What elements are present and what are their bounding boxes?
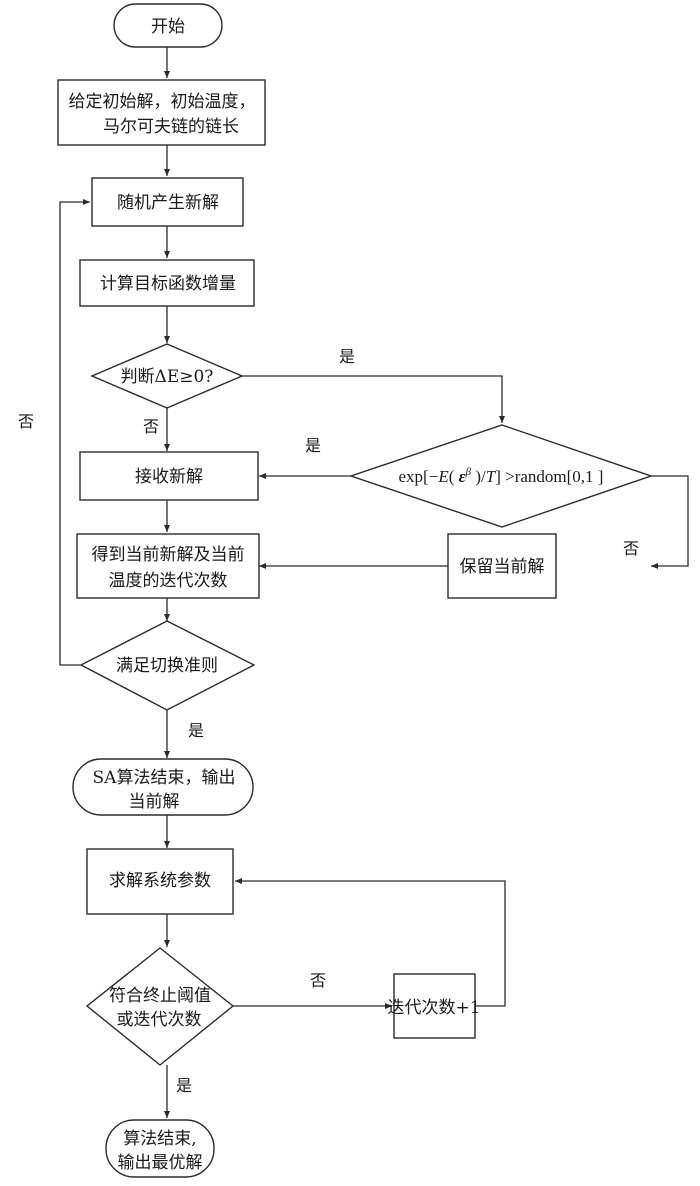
formula-part: exp[− <box>399 467 439 486</box>
node-random-new: 随机产生新解 <box>91 177 244 227</box>
formula-part: ] >random[0,1 ] <box>495 467 603 486</box>
node-judge-delta: 判断ΔE≥0? <box>90 343 244 409</box>
node-keep-label: 保留当前解 <box>460 557 545 577</box>
node-end-line-1: 算法结束, <box>123 1129 196 1149</box>
label-switch-yes: 是 <box>188 721 204 740</box>
node-calc-delta-label: 计算目标函数增量 <box>100 274 236 294</box>
node-end: 算法结束, 输出最优解 <box>105 1119 215 1178</box>
connectors <box>59 47 689 1118</box>
label-judge-no: 否 <box>143 417 159 436</box>
label-metro-yes: 是 <box>305 436 321 455</box>
node-term-check: 符合终止阈值 或迭代次数 <box>85 947 235 1066</box>
node-solve-params: 求解系统参数 <box>86 848 234 915</box>
node-accept-label: 接收新解 <box>135 467 203 487</box>
process-shape <box>57 79 266 146</box>
node-end-line-2: 输出最优解 <box>118 1153 203 1173</box>
node-init-line-2: 马尔可夫链的链长 <box>103 117 239 137</box>
node-start: 开始 <box>113 3 223 48</box>
label-term-yes: 是 <box>176 1076 192 1095</box>
process-shape <box>79 259 255 307</box>
edge-labels: 是 否 是 否 否 是 否 是 <box>18 347 639 1095</box>
node-solve-params-label: 求解系统参数 <box>109 871 211 891</box>
node-iter-inc: 迭代次数+1 <box>387 973 481 1039</box>
edge-metropolis-keep <box>651 475 689 569</box>
label-term-no: 否 <box>310 971 326 990</box>
label-metro-no: 否 <box>623 539 639 558</box>
node-start-label: 开始 <box>151 17 185 37</box>
formula-temperature: T <box>486 467 497 486</box>
decision-shape <box>85 947 235 1066</box>
formula-part: )/ <box>471 467 486 486</box>
formula-beta: β <box>465 466 472 478</box>
node-sa-end-line-2: 当前解 <box>129 792 180 812</box>
terminator-shape <box>72 758 254 816</box>
node-metropolis-formula: exp[−E( εβ )/T] >random[0,1 ] <box>399 466 604 486</box>
edge-switch-loop <box>59 199 90 666</box>
node-switch-crit-label: 满足切换准则 <box>116 656 218 676</box>
terminator-shape <box>105 1119 215 1178</box>
node-get-iter-line-2: 温度的迭代次数 <box>109 571 228 591</box>
node-sa-end-line-1: SA算法结束，输出 <box>93 768 236 788</box>
terminator-shape <box>113 3 223 48</box>
node-get-iter: 得到当前新解及当前 温度的迭代次数 <box>76 533 260 599</box>
process-shape <box>76 533 260 599</box>
node-random-new-label: 随机产生新解 <box>117 193 219 213</box>
process-shape <box>79 451 259 501</box>
edge-inc-solve <box>235 878 506 1007</box>
node-term-check-line-1: 符合终止阈值 <box>109 986 211 1006</box>
label-judge-yes: 是 <box>339 347 355 366</box>
node-term-check-line-2: 或迭代次数 <box>117 1010 202 1030</box>
decision-shape <box>79 620 256 711</box>
decision-shape <box>348 424 654 528</box>
node-calc-delta: 计算目标函数增量 <box>79 259 255 307</box>
node-judge-delta-label: 判断ΔE≥0? <box>121 367 214 387</box>
node-init-line-1: 给定初始解，初始温度， <box>69 92 256 112</box>
formula-energy: E <box>437 467 449 486</box>
node-iter-inc-label: 迭代次数+1 <box>387 998 480 1018</box>
formula-epsilon: ε <box>459 467 466 486</box>
formula-part: ( <box>449 467 459 486</box>
node-accept: 接收新解 <box>79 451 259 501</box>
edge-judge-metropolis <box>242 375 505 423</box>
node-metropolis: exp[−E( εβ )/T] >random[0,1 ] <box>348 424 654 528</box>
decision-shape <box>90 343 244 409</box>
node-sa-end: SA算法结束，输出 当前解 <box>72 758 254 816</box>
process-shape <box>91 177 244 227</box>
process-shape <box>86 848 234 915</box>
process-shape <box>393 973 476 1039</box>
process-shape <box>447 533 557 599</box>
label-switch-no: 否 <box>18 412 34 431</box>
node-switch-crit: 满足切换准则 <box>79 620 256 711</box>
node-keep: 保留当前解 <box>447 533 557 599</box>
node-get-iter-line-1: 得到当前新解及当前 <box>92 545 245 565</box>
node-init: 给定初始解，初始温度， 马尔可夫链的链长 <box>57 79 266 146</box>
